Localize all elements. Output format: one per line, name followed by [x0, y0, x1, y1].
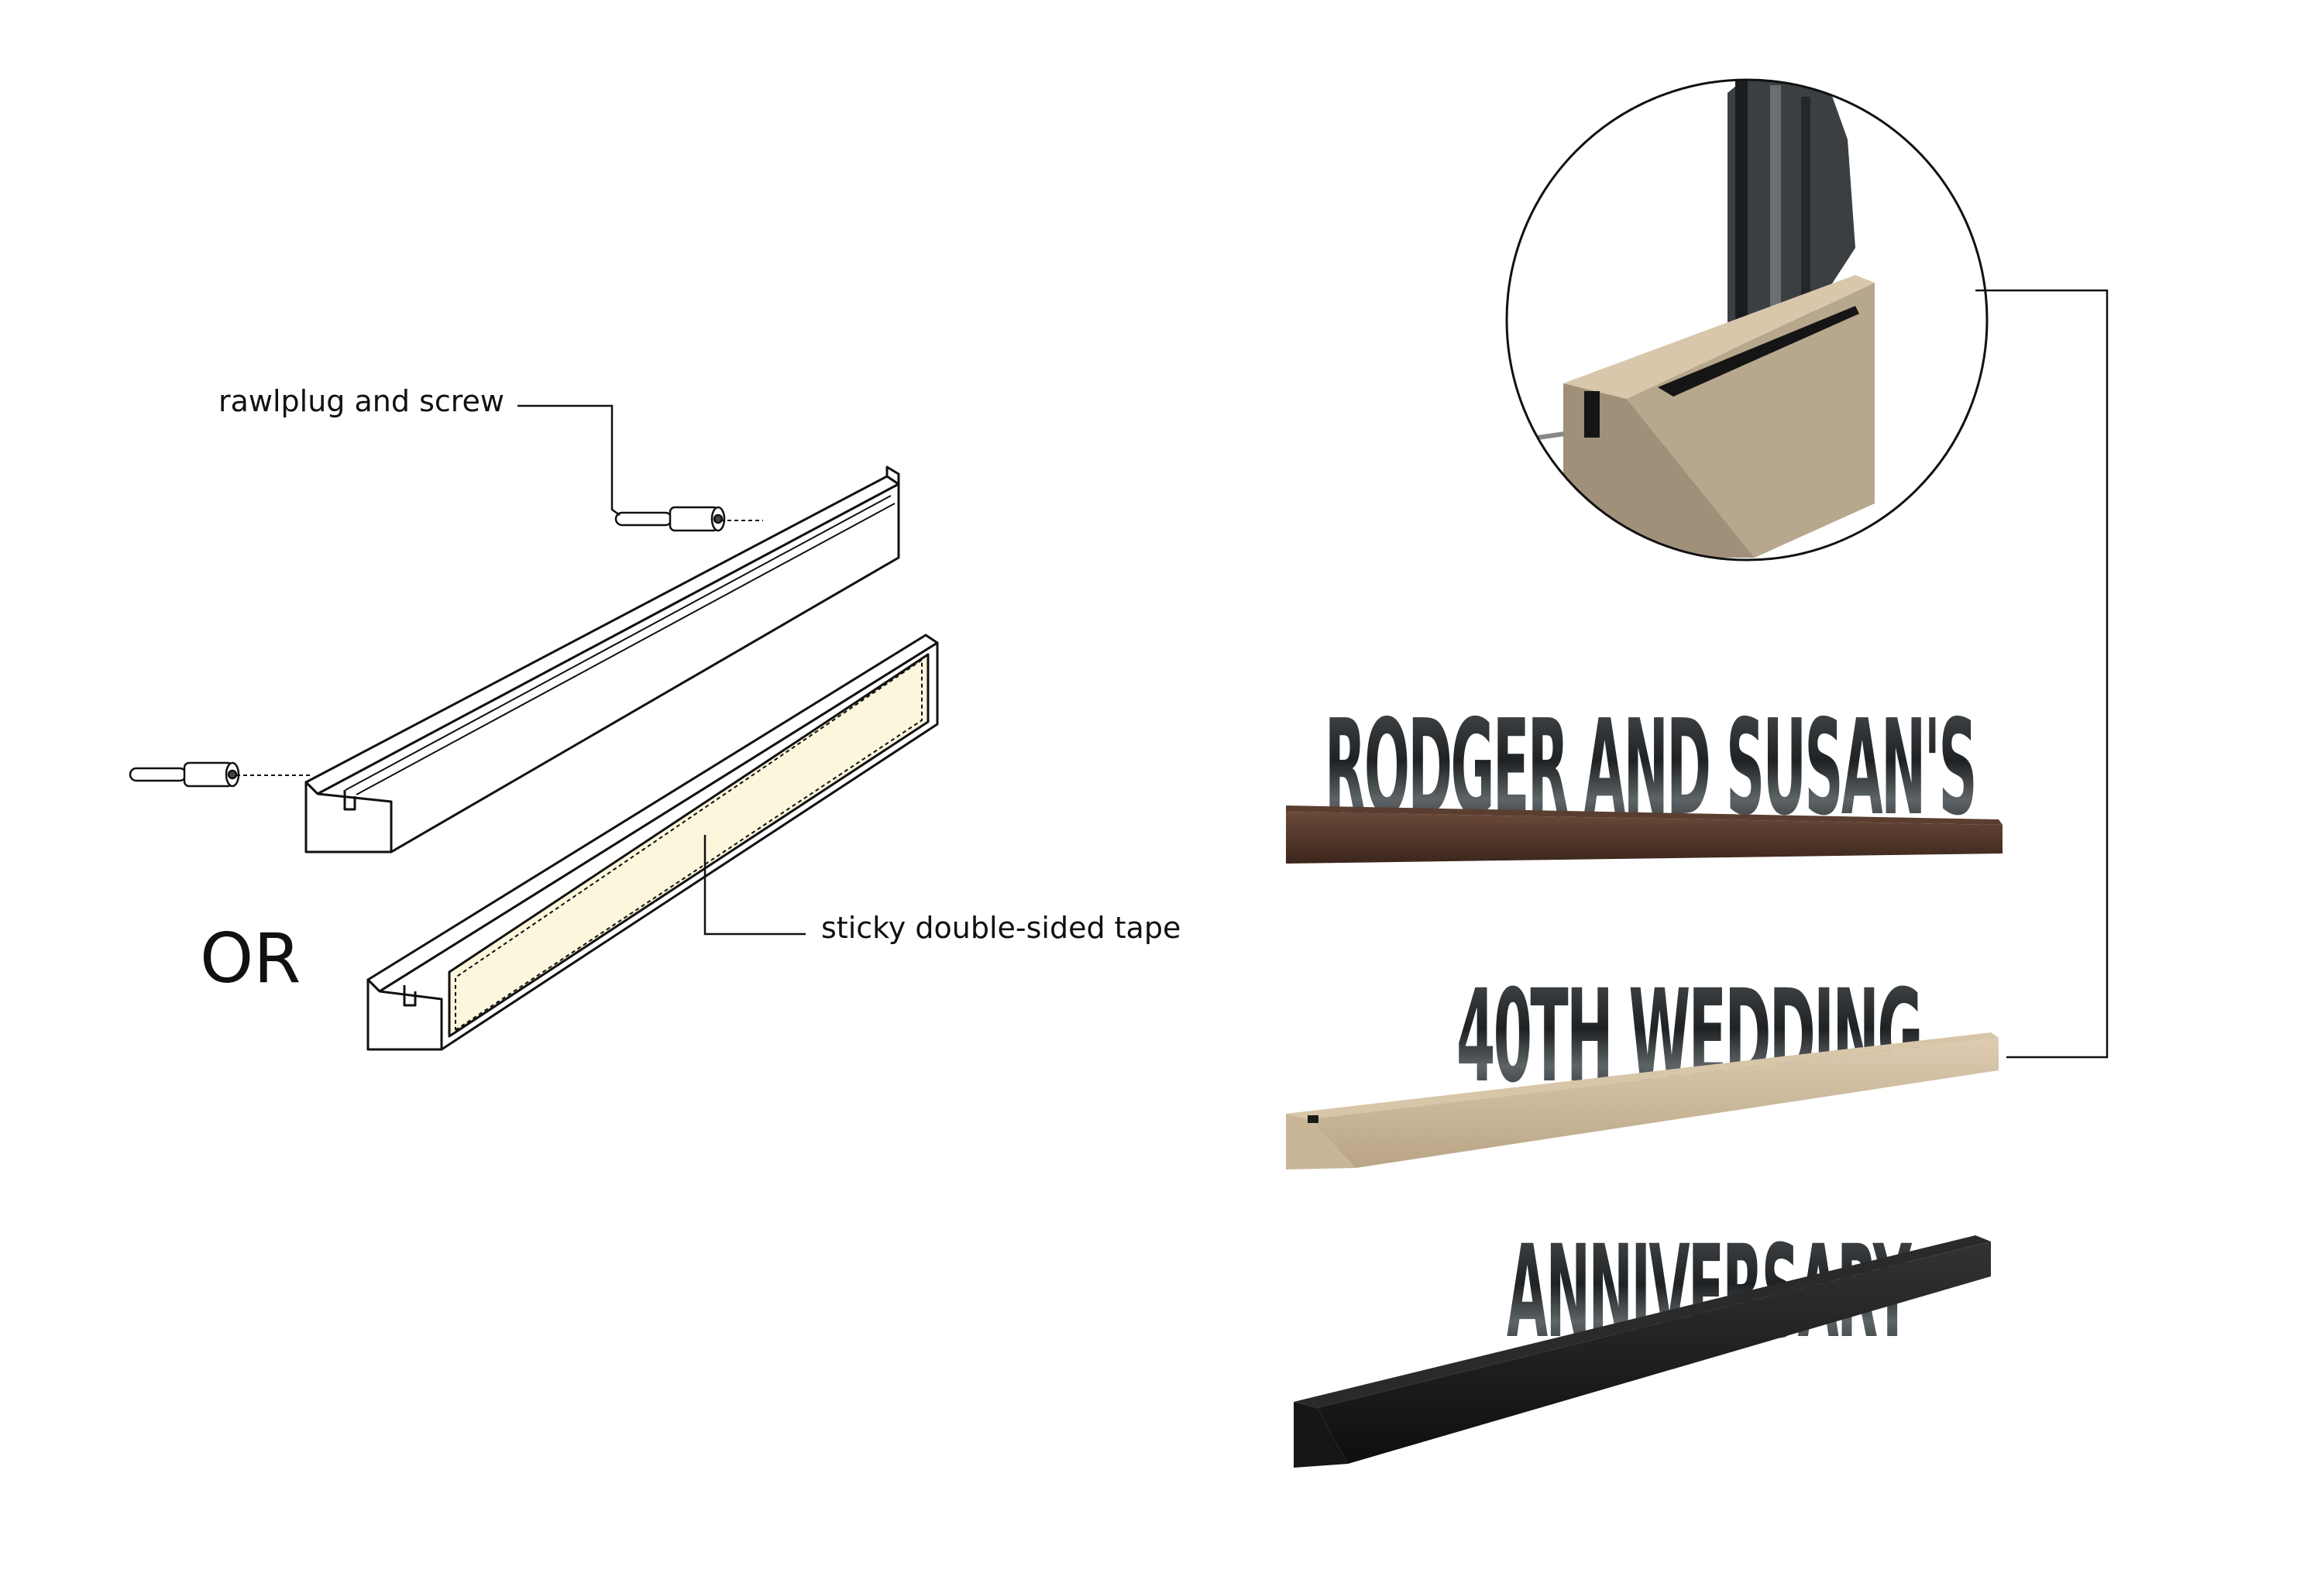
screw-shaft	[129, 767, 187, 782]
screw-slot	[713, 513, 724, 524]
zoom-detail-circle	[1505, 78, 1989, 562]
bar-groove	[356, 503, 896, 795]
oak-base-front	[1309, 1038, 1999, 1168]
black-base-front	[1317, 1242, 1991, 1464]
zoom-bar-groove-cut	[1584, 391, 1600, 438]
sign-anniversary: ANNIVERSARY	[1294, 1218, 1991, 1468]
double-sided-tape	[448, 653, 930, 1038]
bar-notch	[343, 790, 356, 811]
wall-bar-screw-mounted	[304, 465, 900, 853]
screw-shaft	[614, 511, 673, 527]
zoom-screw-hint	[1537, 431, 1566, 440]
bar-end-face	[366, 978, 443, 1051]
sign-rodger-and-susans: RODGER AND SUSAN'S	[1286, 692, 2003, 864]
zoom-bar-end	[1563, 383, 1755, 558]
tape-leader-line	[703, 835, 806, 936]
zoom-letter-detail	[1735, 80, 1748, 356]
black-base-top	[1294, 1235, 1991, 1408]
rawlplug-body	[669, 506, 720, 532]
zoom-connector-line	[1975, 289, 2109, 1059]
walnut-base-top	[1286, 805, 2003, 825]
or-label: OR	[200, 919, 301, 998]
oak-base-groove	[1308, 1115, 1318, 1123]
walnut-base-front	[1286, 812, 2003, 864]
black-base-end	[1294, 1402, 1348, 1468]
zoom-letter-detail	[1770, 85, 1781, 333]
rawlplug-label: rawlplug and screw	[218, 384, 504, 418]
tape-edge-dashed	[455, 659, 923, 1031]
zoom-bar-side	[1627, 283, 1875, 558]
rawlplug-screw-icon	[614, 506, 726, 532]
zoom-bar-groove	[1658, 306, 1859, 397]
rawlplug-leader-line	[517, 404, 621, 517]
sign-40th-wedding: 40TH WEDDING	[1286, 962, 1999, 1169]
zoom-bar-top	[1563, 275, 1875, 399]
oak-base-end	[1286, 1114, 1356, 1169]
oak-base-top	[1286, 1032, 1999, 1119]
screw-slot	[227, 769, 238, 780]
bar-top-face-rear	[885, 465, 900, 486]
zoom-letter-detail	[1801, 97, 1810, 314]
tape-label: sticky double-sided tape	[821, 911, 1181, 945]
rawlplug-screw-icon	[129, 761, 240, 788]
bar-groove	[345, 495, 892, 791]
rawlplug-body	[183, 761, 234, 788]
zoom-circle-outline	[1505, 78, 1989, 562]
bar-end-face	[304, 781, 393, 853]
bar-notch	[403, 985, 417, 1007]
wall-bar-tape-mounted	[366, 634, 939, 1051]
